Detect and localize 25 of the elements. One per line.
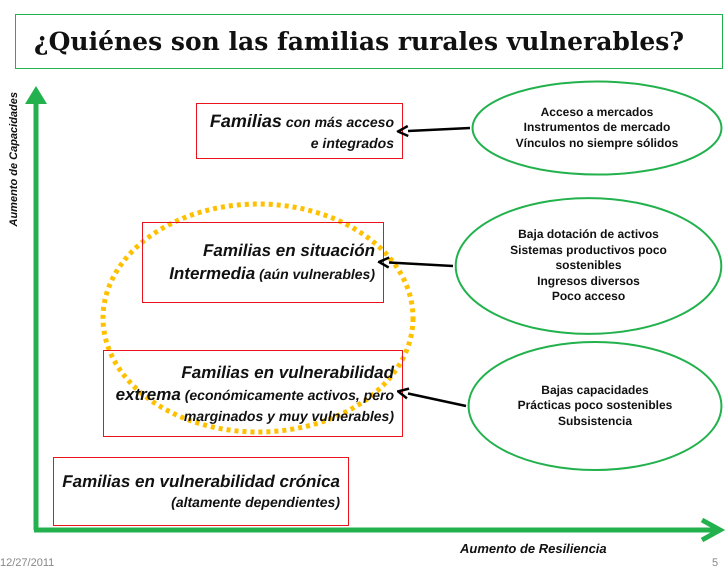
family-box (196, 103, 403, 159)
characteristic-text: Bajas capacidades (541, 382, 649, 398)
family-text: Familias con más acceso e integrados (208, 110, 394, 152)
characteristic-text: Instrumentos de mercado (524, 120, 670, 136)
characteristic-text: Vínculos no siempre sólidos (516, 136, 678, 152)
characteristic-text: Acceso a mercados (540, 104, 654, 120)
title: ¿Quiénes son las familias rurales vulnerables? (34, 27, 684, 56)
arrow (378, 256, 454, 269)
axis-label: Aumento de Resiliencia (460, 541, 607, 556)
date-text: 12/27/2011 (0, 557, 54, 569)
arrow (396, 387, 466, 408)
characteristic-text: Prácticas poco sostenibles (518, 398, 672, 414)
characteristic-text: Baja dotación de activos (518, 227, 659, 243)
characteristic-text: Ingresos diversos (537, 274, 640, 290)
family-text: Familias en situación Intermedia (aún vulnerables) (168, 240, 375, 284)
characteristic-text: Poco acceso (552, 289, 626, 305)
arrow (396, 124, 470, 138)
family-box (103, 350, 403, 437)
family-box (53, 457, 349, 526)
axis-label: Aumento de Capacidades (8, 92, 20, 226)
page-number: 5 (712, 557, 718, 569)
family-text: Familias en vulnerabilidad crónica (altamente dependientes) (62, 471, 340, 512)
family-box (142, 222, 384, 303)
characteristic-text: Subsistencia (558, 414, 632, 430)
characteristic-text: Sistemas productivos poco sostenibles (509, 242, 668, 274)
